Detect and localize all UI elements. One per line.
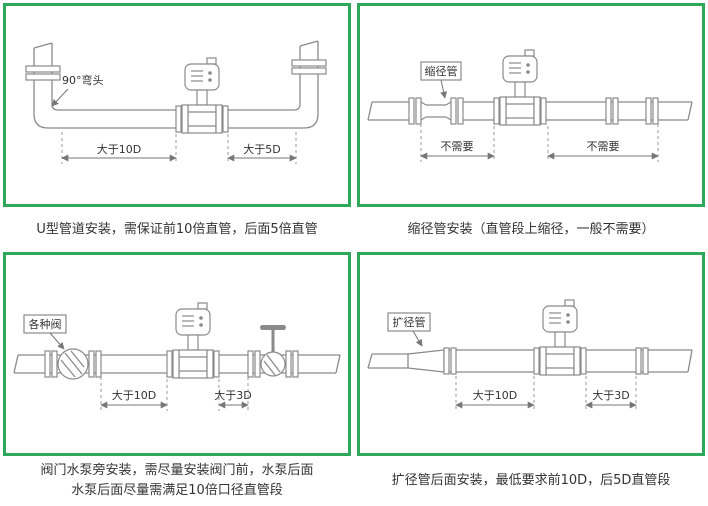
- caption-line: 水泵后面尽量需满足10倍口径直管段: [71, 483, 283, 498]
- expander-callout: 扩径管: [387, 312, 431, 347]
- dimension-label: 大于3D: [592, 388, 629, 402]
- pipe: [367, 101, 693, 121]
- dimension-label: 大于10D: [97, 142, 141, 156]
- valves-callout: 各种阀: [23, 314, 67, 350]
- gate-valve: [260, 325, 286, 377]
- dimension-label: 大于10D: [473, 388, 517, 402]
- expander-caption: 扩径管后面安装，最低要求前10D，后5D直管段: [357, 456, 705, 506]
- reducer-diagram: 缩径管 不需要 不需要: [367, 49, 693, 162]
- valves-label: 各种阀: [29, 317, 62, 331]
- reducer-panel: 缩径管 不需要 不需要: [357, 3, 705, 207]
- expander-panel: 扩径管 大于10D 大于3D: [357, 252, 705, 456]
- valve-pump-panel: 各种阀 大于10D 大于3D: [3, 252, 351, 456]
- flowmeter-icon: [166, 302, 220, 379]
- valve-pump-diagram: 各种阀 大于10D 大于3D: [13, 302, 341, 411]
- u-pipe-caption: U型管道安装，需保证前10倍直管，后面5倍直管: [3, 207, 351, 252]
- panel-valve-pump: 各种阀 大于10D 大于3D 阀门水泵旁安装，需尽量安装阀门前，水泵后面 水泵后…: [3, 252, 351, 506]
- ball-valve: [57, 348, 89, 380]
- pipe-flange: [408, 97, 422, 125]
- reducer-label: 缩径管: [425, 64, 458, 78]
- expander-label: 扩径管: [393, 315, 426, 329]
- dimension-label: 不需要: [587, 140, 620, 153]
- caption-line: 扩径管后面安装，最低要求前10D，后5D直管段: [391, 473, 671, 488]
- expander-diagram: 扩径管 大于10D 大于3D: [367, 299, 693, 411]
- dimension-label: 不需要: [441, 140, 474, 153]
- u-pipe-panel: 90°弯头 大于10D 大于5D: [3, 3, 351, 207]
- panel-reducer: 缩径管 不需要 不需要 缩径管安装（直管段上缩径，一般不需要）: [357, 3, 705, 252]
- flowmeter-icon: [175, 57, 229, 134]
- pipe-flange: [635, 347, 649, 375]
- caption-line: 阀门水泵旁安装，需尽量安装阀门前，水泵后面: [40, 463, 314, 478]
- valve-pump-caption: 阀门水泵旁安装，需尽量安装阀门前，水泵后面 水泵后面尽量需满足10倍口径直管段: [3, 456, 351, 506]
- flowmeter-icon: [533, 299, 587, 376]
- dimension-label: 大于3D: [214, 388, 251, 402]
- reducer-callout: 缩径管: [420, 61, 462, 99]
- reducer-caption: 缩径管安装（直管段上缩径，一般不需要）: [357, 207, 705, 252]
- panel-expander: 扩径管 大于10D 大于3D 扩径管后面安装，最低要求前10D，后5D直管段: [357, 252, 705, 506]
- elbow-label: 90°弯头: [62, 73, 104, 87]
- dimension-label: 大于10D: [112, 388, 156, 402]
- elbow-pointer: [51, 88, 69, 107]
- caption-line: 缩径管安装（直管段上缩径，一般不需要）: [407, 221, 655, 237]
- u-pipe-diagram: 90°弯头 大于10D 大于5D: [25, 40, 327, 164]
- riser-flanges: [25, 59, 327, 81]
- flowmeter-icon: [493, 49, 547, 126]
- caption-line: U型管道安装，需保证前10倍直管，后面5倍直管: [36, 221, 318, 237]
- pipe-flange: [443, 347, 457, 375]
- pipe-flange: [450, 97, 464, 125]
- panel-u-pipe: 90°弯头 大于10D 大于5D U型管道安装，需保证前10倍直管，后面5倍直管: [3, 3, 351, 252]
- dimension-label: 大于5D: [243, 142, 280, 156]
